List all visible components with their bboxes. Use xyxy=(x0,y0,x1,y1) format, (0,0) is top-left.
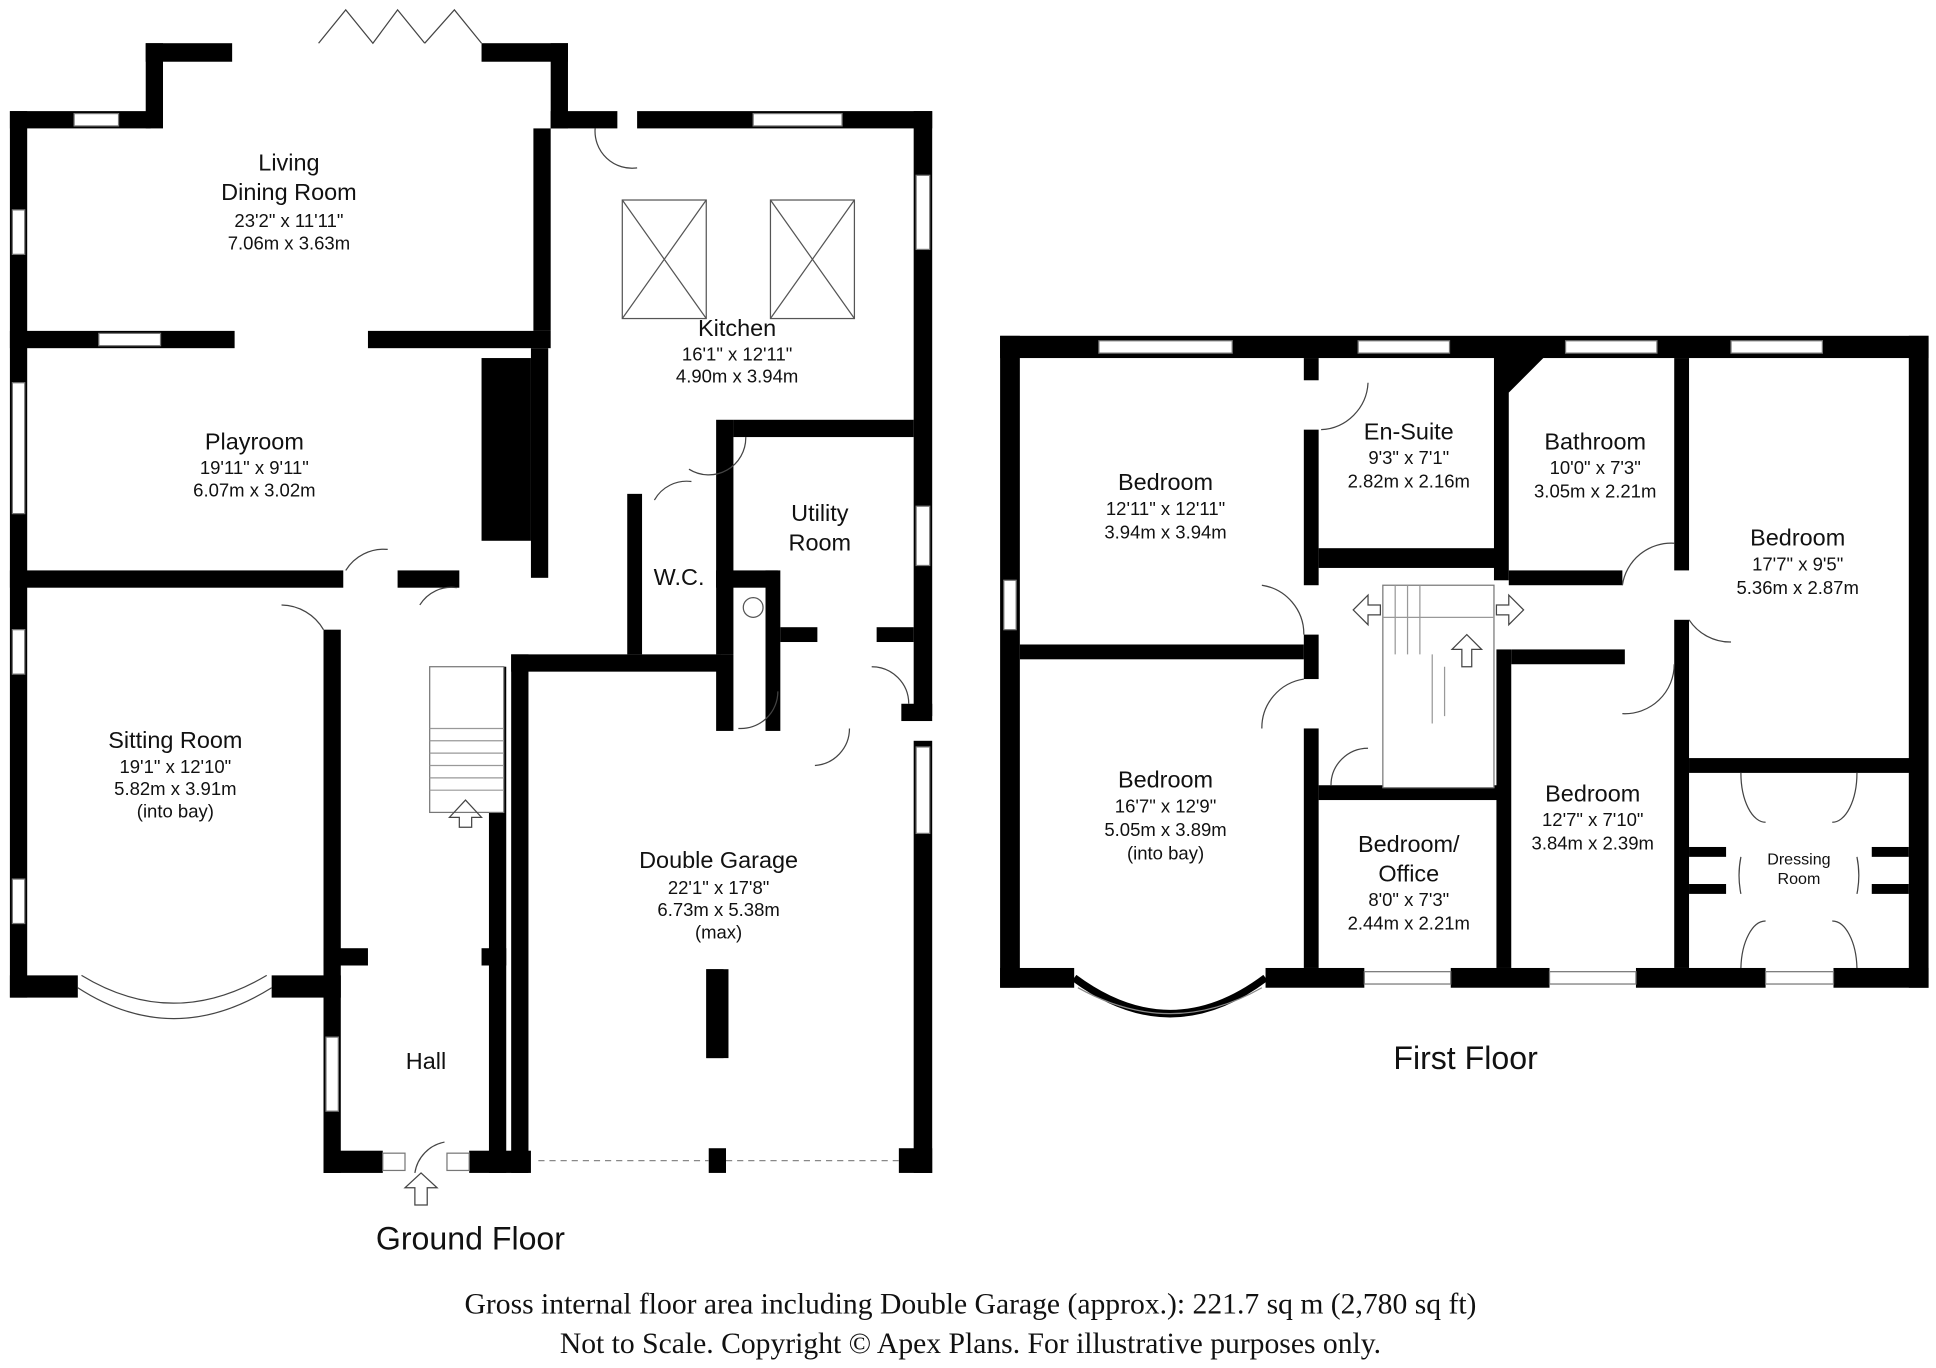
ground-floor-labels: Living Dining Room 23'2" x 11'11" 7.06m … xyxy=(108,149,851,1074)
first-floor-title: First Floor xyxy=(1393,1040,1538,1076)
room-dims-metric: 3.84m x 2.39m xyxy=(1532,832,1654,853)
room-dims-imperial: 19'11" x 9'11" xyxy=(200,457,309,478)
room-name: Bedroom/ xyxy=(1358,831,1460,857)
room-dims-metric: 5.05m x 3.89m xyxy=(1104,819,1226,840)
room-dims-metric: 5.36m x 2.87m xyxy=(1737,577,1859,598)
first-floor-fixtures xyxy=(1261,382,1860,968)
room-name: Living xyxy=(258,149,319,175)
room-name: Kitchen xyxy=(698,315,776,341)
first-floor-plan: Bedroom 12'11" x 12'11" 3.94m x 3.94m En… xyxy=(1000,335,1929,1076)
room-dims-imperial: 19'1" x 12'10" xyxy=(119,756,231,777)
room-dims-imperial: 23'2" x 11'11" xyxy=(234,210,343,231)
room-dims-metric: 6.73m x 5.38m xyxy=(657,899,779,920)
room-dims-imperial: 16'1" x 12'11" xyxy=(682,344,792,365)
room-dims-metric: 7.06m x 3.63m xyxy=(228,232,350,253)
first-floor-labels: Bedroom 12'11" x 12'11" 3.94m x 3.94m En… xyxy=(1104,419,1859,934)
floor-area-note: Gross internal floor area including Doub… xyxy=(465,1289,1477,1321)
room-dims-imperial: 9'3" x 7'1" xyxy=(1368,447,1449,468)
room-name: Bedroom xyxy=(1118,469,1213,495)
room-name: En-Suite xyxy=(1364,419,1454,445)
room-dims-imperial: 12'7" x 7'10" xyxy=(1542,809,1643,830)
copyright-note: Not to Scale. Copyright © Apex Plans. Fo… xyxy=(560,1328,1381,1360)
first-floor-windows xyxy=(1003,340,1835,1018)
room-name: Room xyxy=(789,530,852,556)
room-name: Office xyxy=(1378,861,1439,887)
room-name: Bedroom xyxy=(1750,525,1845,551)
room-name: Playroom xyxy=(205,428,304,454)
ground-floor-fixtures xyxy=(281,128,910,1206)
room-dims-imperial: 8'0" x 7'3" xyxy=(1368,889,1449,910)
room-name: Dining Room xyxy=(221,179,356,205)
room-name: Hall xyxy=(406,1048,446,1074)
room-dims-metric: 2.44m x 2.21m xyxy=(1348,913,1470,934)
room-dims-metric: 6.07m x 3.02m xyxy=(193,479,315,500)
room-dims-imperial: 12'11" x 12'11" xyxy=(1106,498,1225,519)
room-dims-imperial: 10'0" x 7'3" xyxy=(1550,457,1641,478)
room-dims-metric: 3.05m x 2.21m xyxy=(1534,481,1656,502)
room-dims-metric: 5.82m x 3.91m xyxy=(114,778,236,799)
room-name: Room xyxy=(1778,870,1821,888)
room-dims-metric: 4.90m x 3.94m xyxy=(676,366,798,387)
room-name: W.C. xyxy=(654,564,705,590)
room-note: (into bay) xyxy=(137,800,214,821)
room-dims-metric: 2.82m x 2.16m xyxy=(1348,471,1470,492)
room-dims-imperial: 22'1" x 17'8" xyxy=(668,877,769,898)
room-name: Bedroom xyxy=(1118,767,1213,793)
room-dims-imperial: 17'7" x 9'5" xyxy=(1752,553,1843,574)
room-name: Bathroom xyxy=(1544,428,1646,454)
room-name: Dressing xyxy=(1767,850,1830,868)
ground-floor-plan: Living Dining Room 23'2" x 11'11" 7.06m … xyxy=(9,8,933,1256)
ground-floor-windows xyxy=(11,8,931,1172)
room-name: Sitting Room xyxy=(108,727,242,753)
room-note: (into bay) xyxy=(1127,842,1204,863)
room-note: (max) xyxy=(695,921,742,942)
footer: Gross internal floor area including Doub… xyxy=(465,1289,1477,1361)
room-name: Bedroom xyxy=(1545,780,1640,806)
room-name: Double Garage xyxy=(639,847,798,873)
room-dims-metric: 3.94m x 3.94m xyxy=(1104,521,1226,542)
ground-floor-title: Ground Floor xyxy=(376,1220,565,1256)
room-dims-imperial: 16'7" x 12'9" xyxy=(1115,795,1216,816)
room-name: Utility xyxy=(791,500,849,526)
